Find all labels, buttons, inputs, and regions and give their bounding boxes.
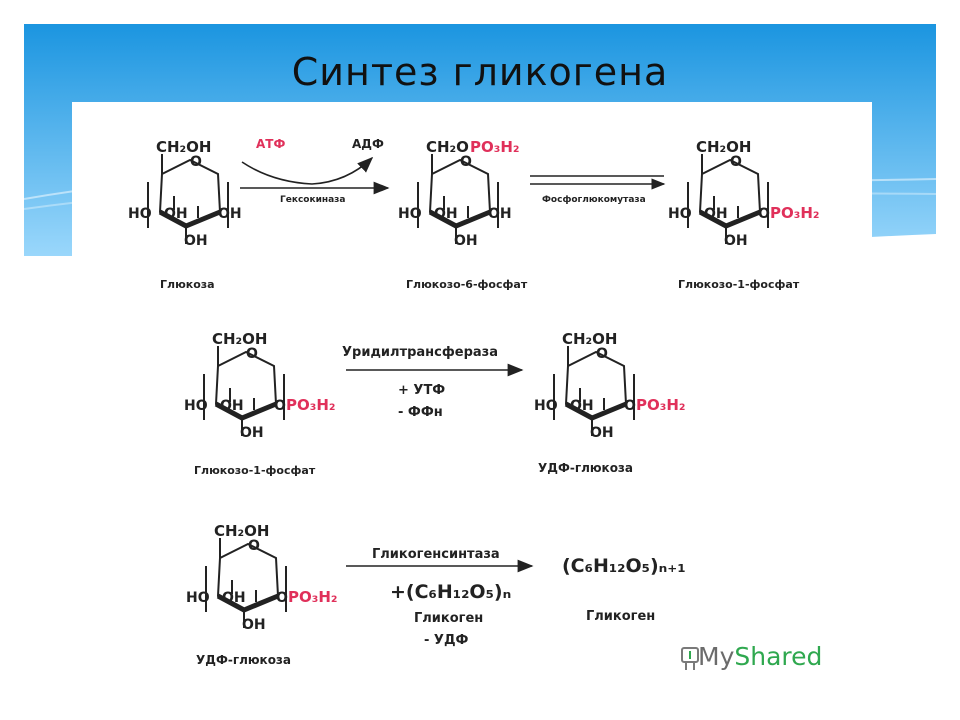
oh-label: OH	[488, 206, 512, 222]
hexokinase-label: Гексокиназа	[280, 195, 345, 205]
oh-label: OH	[222, 590, 246, 606]
glucose-1-phosphate-structure: CH₂OH O OH HO O PO₃H₂ OH	[668, 138, 819, 249]
ch2oh-label: CH₂OH	[156, 138, 211, 156]
watermark-part1: My	[698, 642, 735, 671]
ring-oxygen: O	[246, 346, 258, 362]
glucose-6-phosphate-name: Глюкозо-6-фосфат	[406, 278, 528, 291]
udp-glucose-name-row3: УДФ-глюкоза	[196, 653, 291, 667]
atp-curve	[241, 156, 374, 185]
ch2oh-label: CH₂OH	[696, 138, 751, 156]
udp-glucose-structure: CH₂OH O OH HO O PO₃H₂ OH	[534, 330, 685, 441]
oh-label: OH	[242, 617, 266, 633]
ch2oh-label: CH₂OH	[562, 330, 617, 348]
o-link-label: O	[274, 398, 286, 414]
phosphate-label: PO₃H₂	[770, 204, 819, 222]
plus-glycogen-formula: +(C₆H₁₂O₅)ₙ	[390, 581, 511, 603]
glucose-structure: CH₂OH O OH HO OH OH	[128, 138, 242, 249]
oh-label: OH	[570, 398, 594, 414]
glucose-1-phosphate-name-row2: Глюкозо-1-фосфат	[194, 464, 316, 477]
glycogen-label-1: Гликоген	[414, 611, 483, 626]
ho-label: HO	[184, 398, 208, 414]
oh-label: OH	[704, 206, 728, 222]
ho-label: HO	[398, 206, 422, 222]
oh-label: OH	[184, 233, 208, 249]
oh-label: OH	[240, 425, 264, 441]
ring-oxygen: O	[248, 538, 260, 554]
watermark: MyShared	[698, 642, 822, 671]
oh-label: OH	[164, 206, 188, 222]
plus-utp-label: + УТФ	[398, 383, 445, 398]
watermark-part2: Shared	[734, 642, 823, 671]
oh-label: OH	[454, 233, 478, 249]
phosphoglucomutase-label: Фосфоглюкомутаза	[542, 195, 646, 205]
phosphate-label: PO₃H₂	[286, 396, 335, 414]
product-formula: (C₆H₁₂O₅)ₙ₊₁	[562, 555, 686, 577]
oh-label: OH	[724, 233, 748, 249]
ho-label: HO	[534, 398, 558, 414]
uridyltransferase-label: Уридилтрансфераза	[342, 345, 498, 360]
glycogen-synthase-label: Гликогенсинтаза	[372, 547, 500, 562]
o-link-label: O	[624, 398, 636, 414]
glycogen-synthesis-diagram: CH₂OH O OH HO OH OH Глюкоза АТФ АДФ Гекс…	[128, 137, 819, 667]
phosphate-label: PO₃H₂	[288, 588, 337, 606]
phosphate-label: PO₃H₂	[636, 396, 685, 414]
glucose-1-phosphate-name: Глюкозо-1-фосфат	[678, 278, 800, 291]
udp-glucose-name: УДФ-глюкоза	[538, 461, 633, 475]
glucose-name: Глюкоза	[160, 278, 215, 291]
glycogen-label-2: Гликоген	[586, 609, 655, 624]
ho-label: HO	[128, 206, 152, 222]
diagram-panel: CH₂OH O OH HO OH OH Глюкоза АТФ АДФ Гекс…	[72, 102, 872, 720]
ring-oxygen: O	[730, 154, 742, 170]
ho-label: HO	[668, 206, 692, 222]
ch2oh-label: CH₂OH	[212, 330, 267, 348]
phosphate-label: PO₃H₂	[470, 138, 519, 156]
ring-oxygen: O	[596, 346, 608, 362]
myshared-logo-icon	[681, 647, 699, 670]
o-link-label: O	[276, 590, 288, 606]
glucose-6-phosphate-structure: CH₂O PO₃H₂ O OH HO OH OH	[398, 138, 519, 249]
adp-label: АДФ	[352, 137, 384, 151]
ho-label: HO	[186, 590, 210, 606]
o-link-label: O	[758, 206, 770, 222]
oh-label: OH	[218, 206, 242, 222]
minus-udp-label: - УДФ	[424, 633, 469, 648]
oh-label: OH	[434, 206, 458, 222]
ch2o-label: CH₂O	[426, 138, 469, 156]
ring-oxygen: O	[190, 154, 202, 170]
udp-glucose-structure-row3: CH₂OH O OH HO O PO₃H₂ OH	[186, 522, 337, 633]
minus-ppn-label: - ФФн	[398, 405, 443, 420]
ch2oh-label: CH₂OH	[214, 522, 269, 540]
slide-title: Синтез гликогена	[291, 50, 669, 94]
glucose-1-phosphate-structure-row2: CH₂OH O OH HO O PO₃H₂ OH	[184, 330, 335, 441]
oh-label: OH	[220, 398, 244, 414]
oh-label: OH	[590, 425, 614, 441]
ring-oxygen: O	[460, 154, 472, 170]
atp-label: АТФ	[256, 137, 285, 151]
